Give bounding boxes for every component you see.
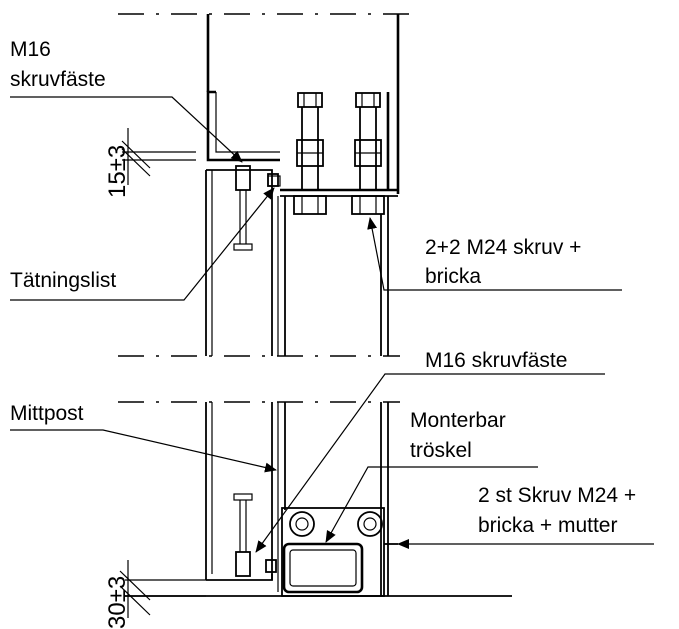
dimension-top: 15±3: [104, 128, 196, 198]
top-m24-bolt-right: [351, 92, 385, 215]
leader-m16-mid: [255, 373, 605, 553]
threshold-assembly: [281, 507, 398, 597]
label-skruv-1: 2 st Skruv M24 +: [478, 484, 636, 507]
label-m24-1: 2+2 M24 skruv +: [425, 236, 581, 259]
top-header: [206, 14, 400, 197]
leader-tatningslist: [10, 187, 275, 301]
top-m24-bolt-left: [293, 92, 327, 215]
dimension-top-text: 15±3: [104, 145, 131, 198]
dimension-bottom: 30±3: [104, 560, 206, 629]
label-tatningslist: Tätningslist: [10, 269, 116, 292]
leader-m16-top: [10, 96, 243, 163]
leader-m24: [367, 217, 622, 291]
label-monterbar-2: tröskel: [410, 439, 472, 462]
seal-strip-top: [267, 175, 281, 187]
leader-monterbar: [325, 466, 538, 543]
label-mittpost: Mittpost: [10, 402, 84, 425]
label-m16-top-1: M16: [10, 38, 51, 61]
leader-mittpost: [10, 429, 277, 473]
bottom-m16-screw: [233, 493, 277, 577]
label-skruv-2: bricka + mutter: [478, 514, 617, 537]
mittpost-profile: [205, 169, 389, 596]
label-monterbar-1: Monterbar: [410, 409, 506, 432]
dimension-bottom-text: 30±3: [104, 576, 131, 629]
label-m16-top-2: skruvfäste: [10, 68, 106, 91]
label-m16-mid: M16 skruvfäste: [425, 349, 567, 372]
label-m24-2: bricka: [425, 265, 481, 288]
